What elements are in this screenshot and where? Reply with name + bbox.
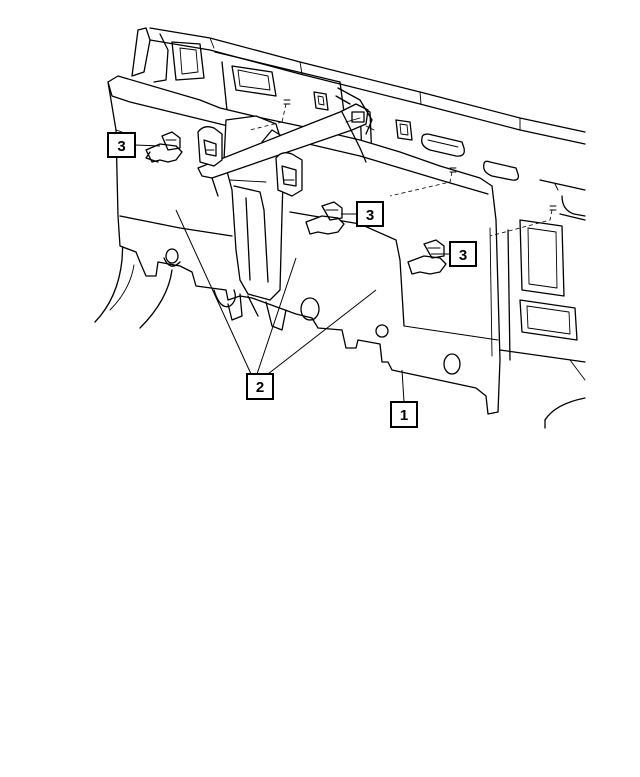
callout-1: 1	[390, 401, 418, 428]
mid-belt-guide	[275, 152, 303, 197]
callout-3a: 3	[107, 132, 136, 158]
callout-3c-label: 3	[459, 247, 467, 264]
anchor-bracket-middle	[305, 201, 345, 235]
upper-left-belt-guide	[197, 126, 223, 167]
leader-lines	[134, 144, 450, 403]
callout-3a-label: 3	[117, 138, 125, 155]
callout-1-label: 1	[400, 407, 408, 424]
callout-3b: 3	[356, 201, 384, 227]
callout-3b-label: 3	[366, 207, 374, 224]
cross-bar	[197, 87, 375, 197]
anchor-bracket-left	[145, 131, 183, 163]
center-lines	[249, 99, 557, 237]
callout-3c: 3	[449, 241, 477, 267]
callout-2: 2	[246, 373, 274, 400]
anchor-bracket-right	[407, 239, 447, 275]
callout-2-label: 2	[256, 379, 264, 396]
